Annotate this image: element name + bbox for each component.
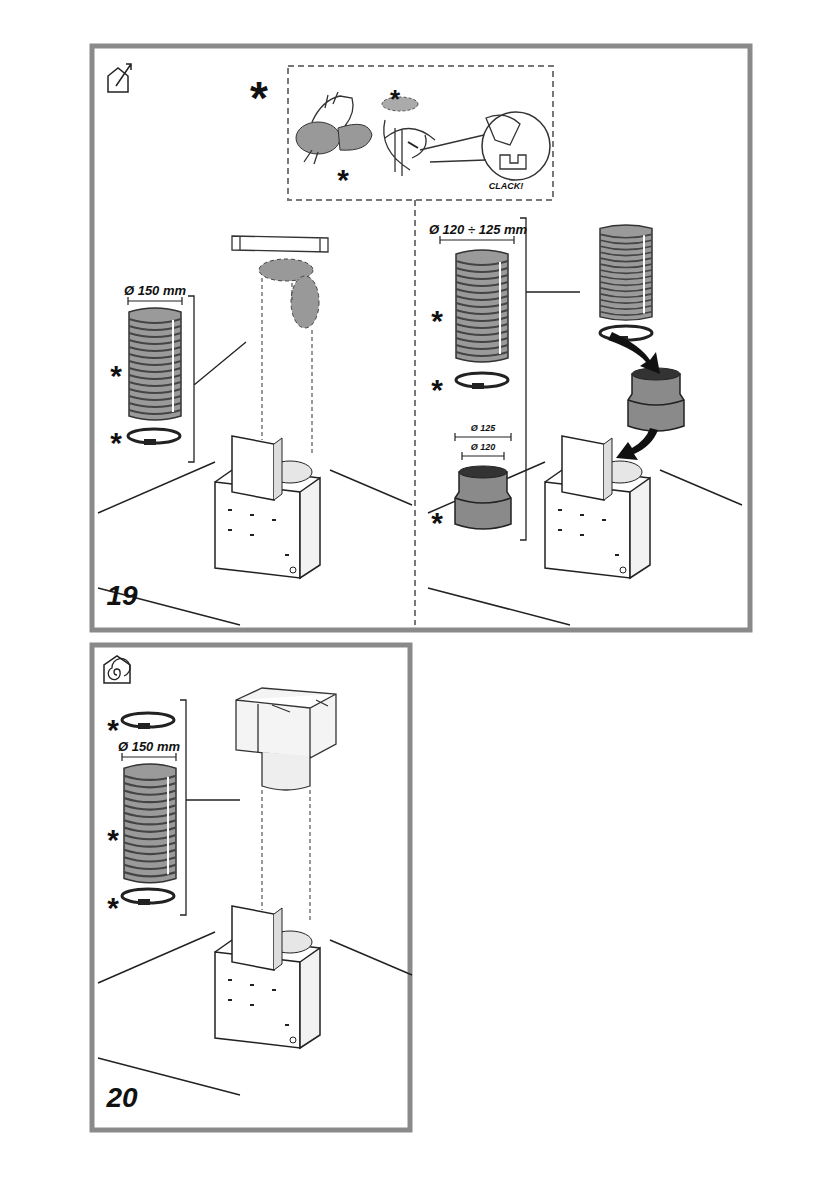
knockout-disc <box>296 122 340 154</box>
outlet-disc <box>291 276 319 328</box>
hose-clamp <box>456 373 508 389</box>
hose-clamp <box>122 713 174 729</box>
ducted-arrow <box>116 64 131 86</box>
duct-guide <box>262 278 312 455</box>
bracket <box>188 296 246 462</box>
hood-body <box>428 436 742 625</box>
knockout-disc <box>338 124 372 150</box>
hand <box>304 92 353 164</box>
recirculation-spiral <box>108 659 130 680</box>
duct-pipe <box>600 225 652 320</box>
hose-clamp <box>122 889 174 905</box>
pointer <box>408 142 418 148</box>
asterisk-mark: * <box>390 86 400 112</box>
recirculation-icon <box>104 656 130 683</box>
filter-box <box>236 688 336 758</box>
dimension-line <box>455 433 511 460</box>
label-text: Ø 150 mm <box>124 284 186 297</box>
asterisk-mark: * <box>431 306 443 336</box>
asterisk-mark: * <box>110 361 122 391</box>
wall-bracket <box>232 236 328 252</box>
dimension-line <box>122 753 176 761</box>
dimension-line <box>440 236 514 244</box>
label-text: Ø 120 ÷ 125 mm <box>429 223 527 236</box>
duct-pipe <box>129 308 181 420</box>
label-text: Ø 120 <box>471 443 496 452</box>
label-text: Ø 125 <box>471 424 496 433</box>
asterisk-mark: * <box>431 375 443 405</box>
dimension-line <box>128 297 182 305</box>
magnifier <box>482 112 550 180</box>
bracket <box>180 700 240 915</box>
bracket <box>520 218 580 540</box>
fit-arrow <box>616 428 658 460</box>
clip-detail <box>420 115 526 169</box>
fit-arrow <box>608 332 660 374</box>
hood-body <box>98 436 412 625</box>
asterisk-mark: * <box>431 508 443 538</box>
label-text: 20 <box>106 1084 137 1112</box>
asterisk-mark: * <box>107 825 119 855</box>
divider <box>414 200 416 625</box>
duct-pipe <box>456 250 508 362</box>
asterisk-mark: * <box>337 165 349 195</box>
reducer-adapter <box>455 466 511 529</box>
hose-clamp <box>128 429 180 445</box>
hood-body <box>98 906 412 1095</box>
label-text: CLACK! <box>489 182 524 191</box>
filter-spigot <box>262 752 310 790</box>
duct-guide <box>262 790 310 922</box>
panel-frame <box>92 645 410 1130</box>
asterisk-mark: * <box>110 428 122 458</box>
asterisk-mark: * <box>250 75 268 121</box>
reducer-adapter <box>628 368 684 431</box>
duct-pipe <box>124 764 176 883</box>
label-text: 19 <box>106 582 137 610</box>
asterisk-mark: * <box>107 715 119 745</box>
label-text: Ø 150 mm <box>118 740 180 753</box>
asterisk-mark: * <box>107 893 119 923</box>
detail-box <box>288 66 553 200</box>
panel-frame <box>92 46 750 630</box>
